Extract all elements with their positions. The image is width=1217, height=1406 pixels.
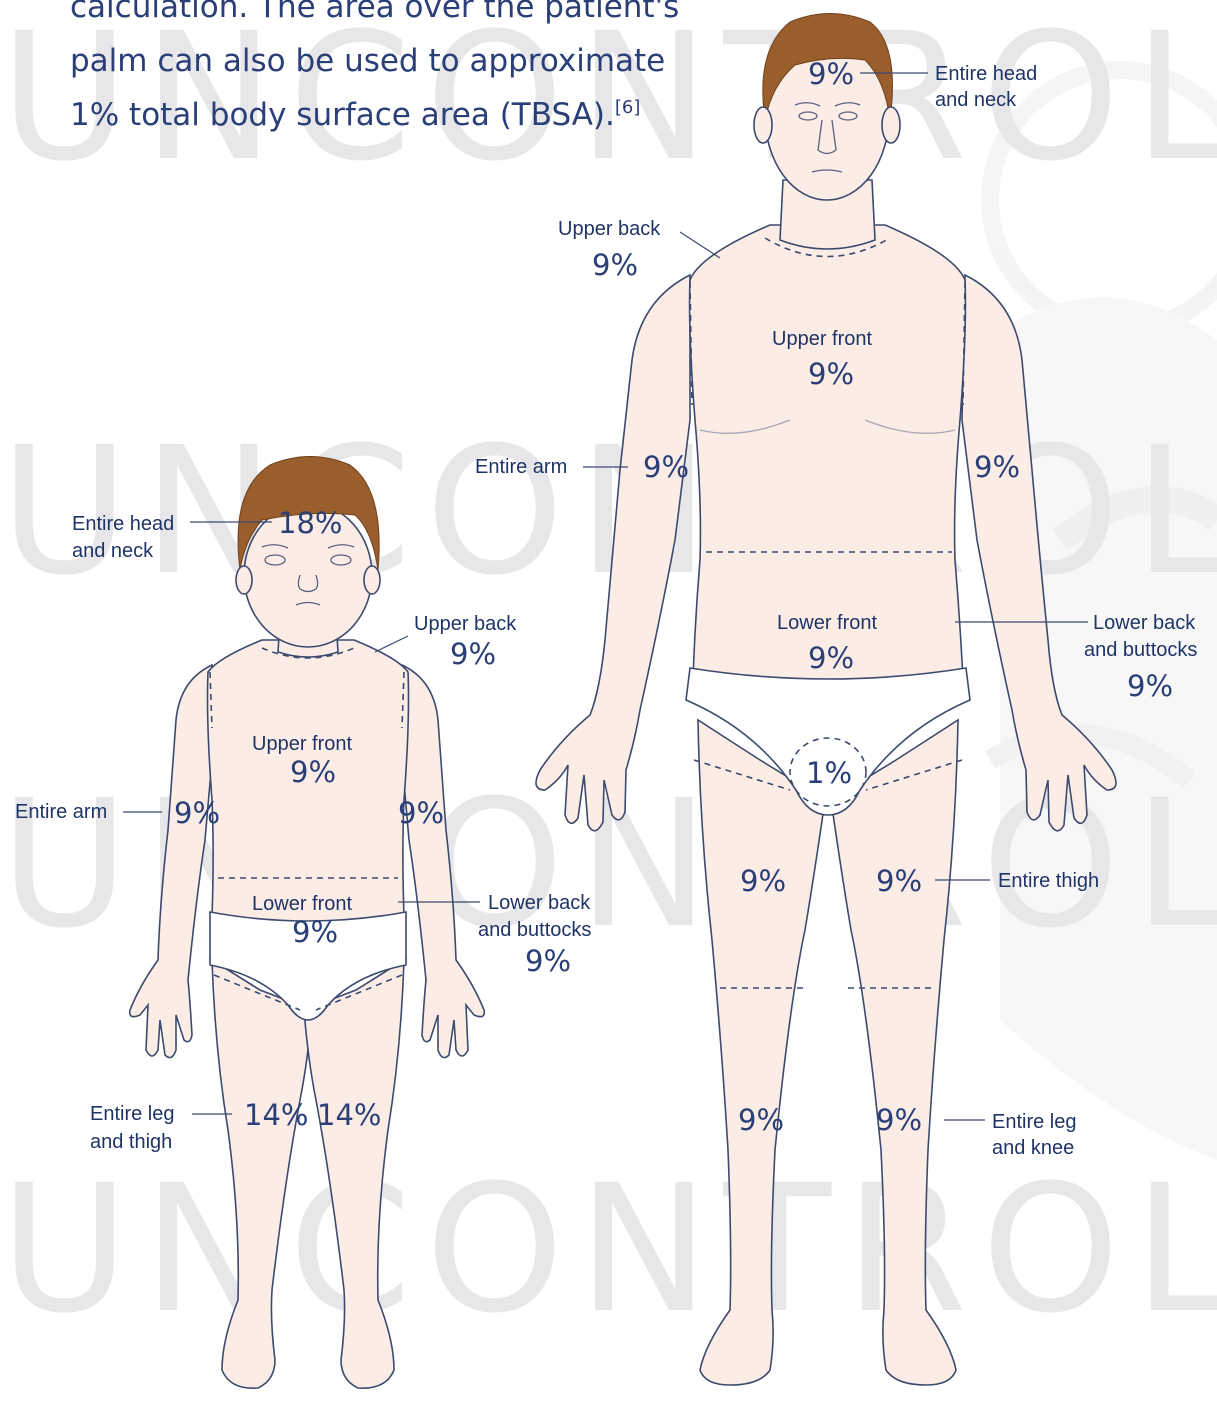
adult-lower-back-label-2: and buttocks xyxy=(1084,639,1197,661)
adult-head-label-2: and neck xyxy=(935,89,1017,111)
adult-arm-label: Entire arm xyxy=(475,456,567,478)
child-upper-back-pct: 9% xyxy=(450,637,496,671)
adult-upper-front-pct: 9% xyxy=(808,357,854,391)
child-head-label-1: Entire head xyxy=(72,513,174,535)
citation-ref[interactable]: [6] xyxy=(615,97,641,118)
adult-head-label-1: Entire head xyxy=(935,63,1037,85)
watermark-row-4: UNCONTROLLE xyxy=(0,1147,1217,1352)
adult-lower-front-pct: 9% xyxy=(808,641,854,675)
child-leg-label-1: Entire leg xyxy=(90,1103,175,1125)
intro-paragraph: calculation. The area over the patient's… xyxy=(70,0,690,142)
adult-upper-front-label: Upper front xyxy=(772,328,872,350)
child-arm-label: Entire arm xyxy=(15,801,107,823)
child-leg-label-2: and thigh xyxy=(90,1131,172,1153)
intro-line-3: 1% total body surface area (TBSA).[6] xyxy=(70,88,690,142)
intro-line-1: calculation. The area over the patient's xyxy=(70,0,690,34)
intro-line-2: palm can also be used to approximate xyxy=(70,34,690,88)
child-head-pct: 18% xyxy=(278,506,342,540)
adult-lower-front-label: Lower front xyxy=(777,612,877,634)
adult-lower-back-pct: 9% xyxy=(1127,669,1173,703)
child-lower-front-label: Lower front xyxy=(252,893,352,915)
adult-lower-back-label-1: Lower back xyxy=(1093,612,1196,634)
child-head-label-2: and neck xyxy=(72,540,154,562)
child-lower-back-label-1: Lower back xyxy=(488,892,591,914)
child-lower-back-label-2: and buttocks xyxy=(478,919,591,941)
child-lower-back-pct: 9% xyxy=(525,944,571,978)
child-leg-left-pct: 14% xyxy=(244,1098,308,1132)
adult-thigh-left-pct: 9% xyxy=(740,864,786,898)
child-arm-left-pct: 9% xyxy=(174,796,220,830)
adult-arm-left-pct: 9% xyxy=(643,450,689,484)
child-upper-front-pct: 9% xyxy=(290,755,336,789)
intro-line-3-text: 1% total body surface area (TBSA). xyxy=(70,97,615,133)
adult-leg-left-pct: 9% xyxy=(738,1103,784,1137)
adult-upper-back-pct: 9% xyxy=(592,248,638,282)
adult-head-pct: 9% xyxy=(808,57,854,91)
child-upper-front-label: Upper front xyxy=(252,733,352,755)
adult-leg-right-pct: 9% xyxy=(876,1103,922,1137)
child-leg-right-pct: 14% xyxy=(317,1098,381,1132)
adult-thigh-right-pct: 9% xyxy=(876,864,922,898)
adult-groin-pct: 1% xyxy=(806,756,852,790)
adult-leg-label-1: Entire leg xyxy=(992,1111,1077,1133)
adult-upper-back-label: Upper back xyxy=(558,218,661,240)
adult-thigh-label: Entire thigh xyxy=(998,870,1099,892)
child-arm-right-pct: 9% xyxy=(398,796,444,830)
adult-arm-right-pct: 9% xyxy=(974,450,1020,484)
adult-leg-label-2: and knee xyxy=(992,1137,1074,1159)
child-lower-front-pct: 9% xyxy=(292,915,338,949)
child-upper-back-label: Upper back xyxy=(414,613,517,635)
